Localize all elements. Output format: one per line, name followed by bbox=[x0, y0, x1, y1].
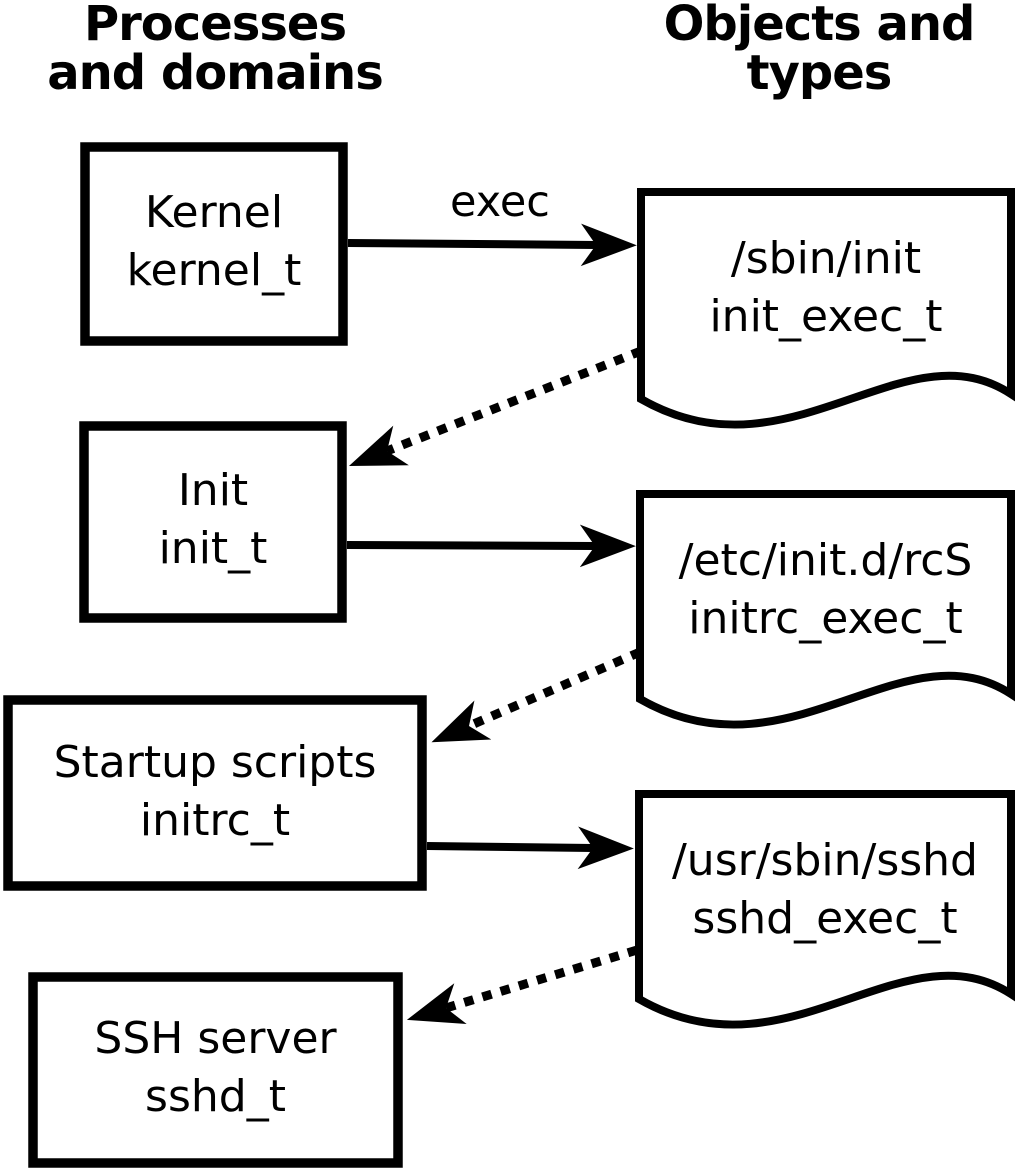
document-shape-sbin-init bbox=[637, 188, 1015, 429]
process-name: Init bbox=[177, 465, 249, 516]
label-startup-scripts: Startup scripts initrc_t bbox=[3, 693, 427, 891]
process-box-ssh-server bbox=[28, 972, 403, 1168]
process-domain: initrc_t bbox=[139, 795, 291, 846]
column-header-processes-and-domains: Processes and domains bbox=[10, 0, 420, 98]
object-type: sshd_exec_t bbox=[692, 893, 958, 944]
document-shape-etc-initd-rcs bbox=[636, 490, 1015, 729]
process-name: SSH server bbox=[94, 1013, 337, 1064]
process-domain: sshd_t bbox=[145, 1071, 286, 1122]
object-path: /usr/sbin/sshd bbox=[671, 835, 978, 886]
transition-arrow-sshd-exec-to-sshd-t bbox=[406, 945, 639, 1024]
process-name: Startup scripts bbox=[53, 737, 377, 788]
object-path: /sbin/init bbox=[730, 233, 922, 284]
header-line: Objects and bbox=[663, 0, 976, 52]
column-header-objects-and-types: Objects and types bbox=[614, 0, 1024, 98]
transition-arrow-initrc-exec-to-initrc-t bbox=[431, 647, 642, 743]
document-shape-usr-sbin-sshd bbox=[635, 790, 1015, 1029]
process-box-init bbox=[79, 421, 347, 623]
label-etc-initd-rcs: /etc/init.d/rcS initrc_exec_t bbox=[640, 492, 1011, 688]
header-line: and domains bbox=[47, 45, 384, 101]
process-domain: init_t bbox=[158, 523, 268, 574]
exec-arrow-init-to-rcs bbox=[346, 524, 636, 568]
process-domain: kernel_t bbox=[126, 245, 302, 296]
exec-arrow-initrc-to-sshd bbox=[426, 826, 634, 870]
object-type: initrc_exec_t bbox=[688, 593, 963, 644]
process-box-startup-scripts bbox=[3, 695, 427, 891]
label-usr-sbin-sshd: /usr/sbin/sshd sshd_exec_t bbox=[639, 792, 1011, 988]
process-box-kernel bbox=[80, 142, 348, 346]
label-sbin-init: /sbin/init init_exec_t bbox=[641, 190, 1011, 386]
object-type: init_exec_t bbox=[709, 291, 943, 342]
label-kernel: Kernel kernel_t bbox=[80, 141, 348, 343]
process-name: Kernel bbox=[144, 187, 284, 238]
object-path: /etc/init.d/rcS bbox=[678, 535, 973, 586]
transition-arrow-init-exec-to-init-t bbox=[348, 346, 643, 466]
label-ssh-server: SSH server sshd_t bbox=[28, 970, 403, 1166]
exec-arrow-kernel-to-sbin-init bbox=[347, 223, 637, 267]
header-line: Processes bbox=[83, 0, 347, 52]
header-line: types bbox=[746, 45, 893, 101]
label-init: Init init_t bbox=[79, 420, 347, 620]
exec-edge-label: exec bbox=[450, 177, 550, 227]
